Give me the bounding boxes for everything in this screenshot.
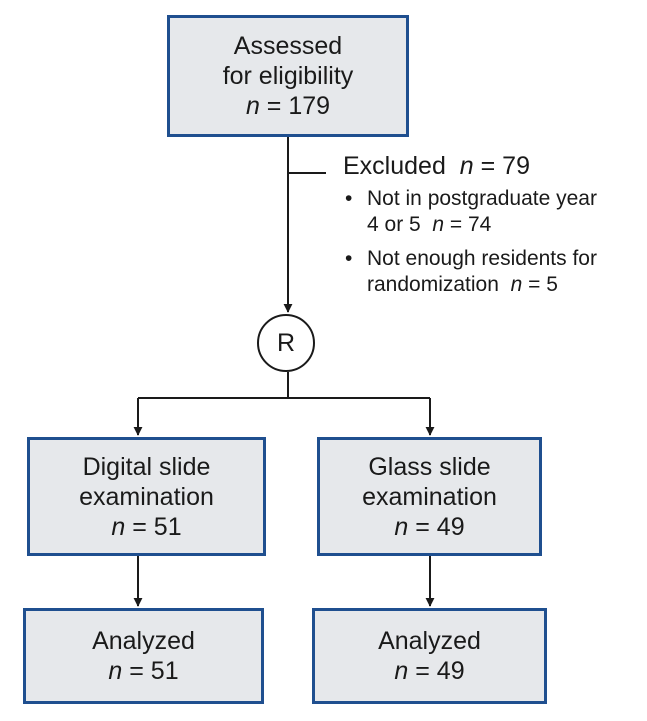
excluded-reason-item: • Not enough residents for randomization…: [345, 247, 597, 296]
assessed-line2: for eligibility: [222, 62, 354, 90]
randomization-label: R: [276, 328, 296, 357]
bullet-icon: •: [345, 247, 353, 270]
bullet-icon: •: [345, 187, 353, 210]
analyzed-glass-box: Analyzed n = 49: [312, 608, 547, 704]
analyzed-digital-count: n = 51: [108, 657, 179, 685]
excluded-title: Excluded: [343, 152, 446, 180]
glass-count: n = 49: [394, 512, 465, 541]
analyzed-digital-box: Analyzed n = 51: [23, 608, 264, 704]
randomization-node: R: [257, 314, 315, 372]
assessed-line1: Assessed: [233, 32, 343, 60]
excluded-count: = 79: [480, 152, 530, 180]
glass-slide-box: Glass slide examination n = 49: [317, 437, 542, 556]
assessed-box: Assessed for eligibility n = 179: [167, 15, 409, 137]
assessed-count: n = 179: [245, 92, 331, 120]
excluded-reasons-list: • Not in postgraduate year 4 or 5 n = 74…: [343, 186, 643, 306]
digital-count: n = 51: [111, 512, 182, 541]
digital-slide-box: Digital slide examination n = 51: [27, 437, 266, 556]
excluded-reason-item: • Not in postgraduate year 4 or 5 n = 74: [345, 187, 597, 236]
analyzed-glass-count: n = 49: [394, 657, 465, 685]
excluded-heading: Excluded n = 79: [343, 152, 530, 180]
